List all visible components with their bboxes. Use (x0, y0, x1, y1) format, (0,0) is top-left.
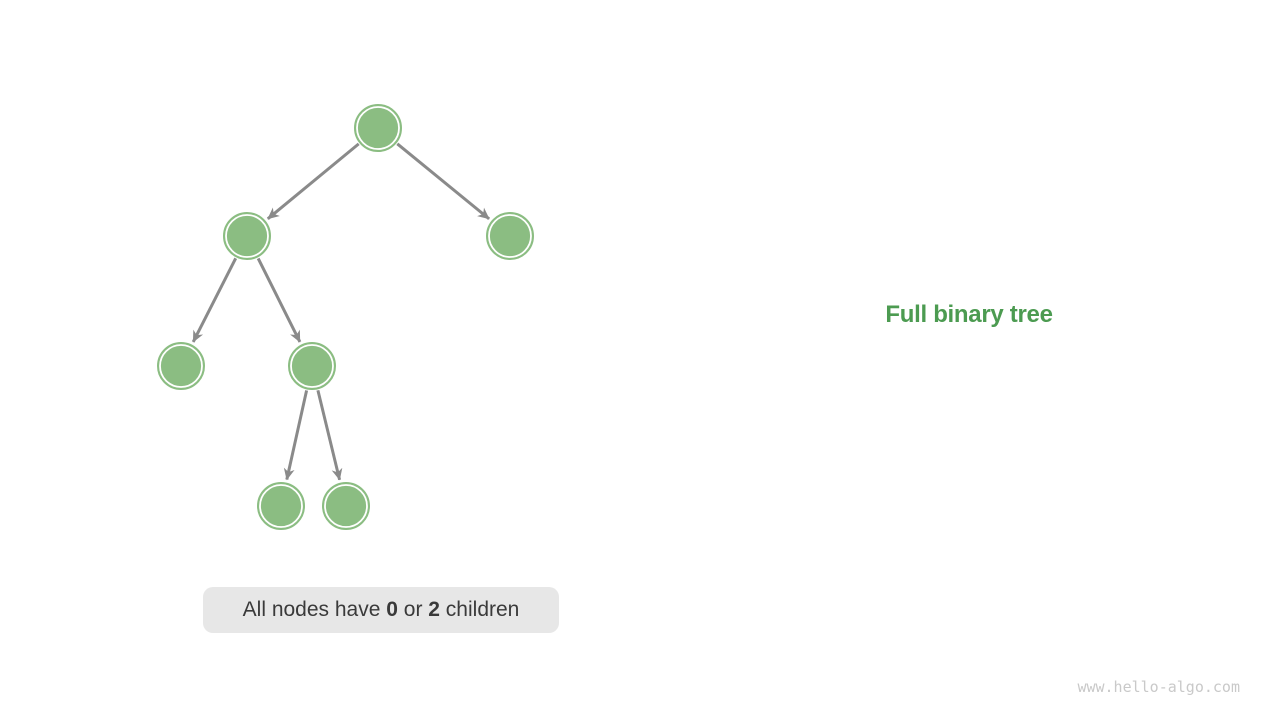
tree-edge (266, 142, 360, 220)
tree-node (288, 342, 336, 390)
tree-nodes (157, 104, 534, 530)
tree-node (257, 482, 305, 530)
tree-edge (256, 257, 302, 343)
tree-node (322, 482, 370, 530)
tree-edges (191, 142, 491, 481)
caption-bold-two: 2 (428, 598, 440, 621)
tree-node (223, 212, 271, 260)
caption-text: or (397, 598, 429, 621)
caption-bold-zero: 0 (386, 598, 398, 621)
caption-text: children (439, 598, 520, 621)
tree-edge (396, 142, 491, 221)
tree-edge (191, 257, 238, 343)
tree-node (486, 212, 534, 260)
caption-text: All nodes have (242, 598, 387, 621)
tree-edge (283, 390, 309, 481)
diagram-title: Full binary tree (885, 301, 1053, 328)
caption-box: All nodes have 0 or 2 children (203, 587, 559, 633)
tree-edge (316, 389, 343, 481)
tree-node (157, 342, 205, 390)
tree-node (354, 104, 402, 152)
watermark-url: www.hello-algo.com (1077, 678, 1240, 696)
